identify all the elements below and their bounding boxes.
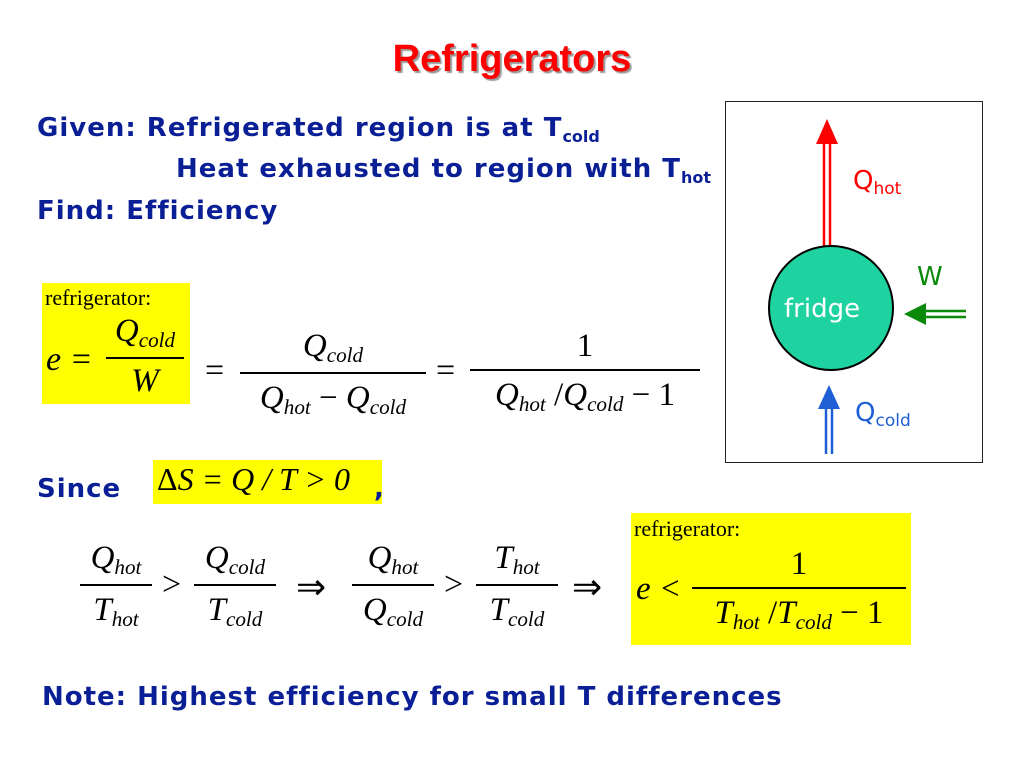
equation1-equals2: =	[436, 352, 456, 389]
work-arrow	[904, 303, 966, 325]
given-line: Given: Refrigerated region is at Tcold	[37, 113, 600, 146]
equation1-lhs: e =	[46, 341, 93, 378]
entropy-expression: ΔS = Q / T > 0	[157, 461, 350, 497]
fridge-label: fridge	[784, 294, 861, 324]
note-text: Note: Highest efficiency for small T dif…	[42, 682, 783, 712]
equation2-fraction: 1 Thot /Tcold − 1	[692, 548, 906, 633]
implies-arrow1: ⇒	[296, 567, 327, 607]
inequality-fraction4: Thot Tcold	[476, 542, 558, 630]
entropy-comma: ,	[374, 474, 385, 504]
equation2-lhs: e <	[636, 571, 682, 607]
slide-title: Refrigerators	[392, 38, 632, 80]
inequality-fraction1: Qhot Thot	[80, 542, 152, 630]
inequality-gt1: >	[162, 566, 182, 603]
inequality-fraction3: Qhot Qcold	[352, 542, 434, 630]
q-cold-label: Qcold	[855, 398, 911, 431]
heat-subscript: hot	[681, 168, 712, 187]
fridge-circle	[768, 245, 894, 371]
fridge-diagram: Qhot W fridge Qcold	[725, 101, 983, 463]
equation1-fraction3: 1 Qhot /Qcold − 1	[470, 330, 700, 415]
q-hot-arrow	[816, 119, 838, 247]
since-label: Since	[37, 474, 122, 504]
entropy-highlight	[153, 460, 382, 504]
equation1-equals1: =	[205, 352, 225, 389]
inequality-fraction2: Qcold Tcold	[194, 542, 276, 630]
given-subscript: cold	[562, 127, 600, 146]
work-label: W	[917, 262, 943, 292]
equation2-highlight	[631, 513, 911, 645]
inequality-gt2: >	[444, 566, 464, 603]
heat-line: Heat exhausted to region with Thot	[176, 154, 711, 187]
q-cold-arrow	[818, 385, 840, 454]
equation1-fraction1: Qcold W	[106, 315, 184, 398]
equation1-tag: refrigerator:	[45, 285, 152, 310]
equation1-highlight	[42, 283, 190, 404]
equation1-fraction2: Qcold Qhot − Qcold	[240, 330, 426, 418]
given-text: Given: Refrigerated region is at T	[37, 113, 563, 143]
fridge-diagram-graphic	[768, 119, 966, 454]
heat-text: Heat exhausted to region with T	[176, 154, 681, 184]
q-hot-label: Qhot	[853, 166, 902, 199]
equation2-tag: refrigerator:	[634, 516, 741, 541]
find-line: Find: Efficiency	[37, 196, 279, 226]
implies-arrow2: ⇒	[572, 567, 603, 607]
